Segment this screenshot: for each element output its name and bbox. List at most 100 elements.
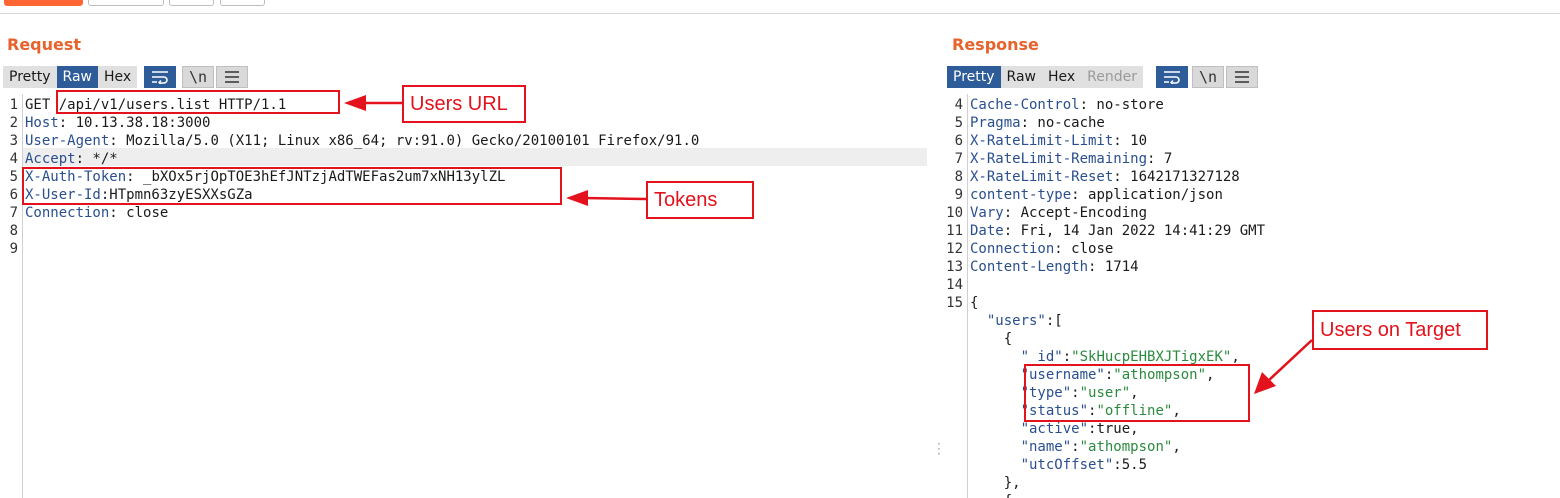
request-title: Request	[7, 35, 82, 54]
code-text: :	[1071, 385, 1080, 401]
field-name: Accept	[25, 151, 76, 167]
field-name: X-RateLimit-Remaining	[970, 151, 1148, 167]
field-name: X-User-Id	[25, 187, 101, 203]
line-number: 3	[9, 133, 18, 149]
code-text: :HTpmn63zyESXXsGZa	[100, 187, 253, 203]
code-line: GET /api/v1/users.list HTTP/1.1	[25, 96, 286, 114]
code-line: X-RateLimit-Remaining: 7	[970, 150, 1172, 168]
hamburger-menu-icon	[225, 71, 239, 83]
line-number: 6	[9, 187, 18, 203]
request-wrap-toggle[interactable]	[144, 66, 176, 88]
request-show-newlines-button[interactable]: \n	[182, 66, 214, 88]
send-button[interactable]	[4, 0, 83, 6]
cancel-button[interactable]	[88, 0, 164, 6]
code-line: X-RateLimit-Reset: 1642171327128	[970, 168, 1240, 186]
line-number	[944, 438, 963, 456]
code-text: : no-cache	[1020, 115, 1105, 131]
line-number: 4	[954, 97, 963, 113]
field-name: Vary	[970, 205, 1004, 221]
line-number: 12	[946, 241, 963, 257]
request-view-tabs: Pretty Raw Hex	[3, 66, 138, 88]
response-wrap-toggle[interactable]	[1156, 66, 1188, 88]
code-line: "users":[	[970, 312, 1063, 330]
field-name: "name"	[970, 439, 1072, 455]
code-line: X-Auth-Token: _bXOx5rjOpTOE3hEfJNTzjAdTW…	[25, 168, 505, 186]
code-line: Connection: close	[25, 204, 168, 222]
field-name: "status"	[970, 403, 1089, 419]
line-number: 14	[946, 277, 963, 293]
line-number	[944, 366, 963, 384]
line-number: 5	[9, 169, 18, 185]
line-number: 4	[9, 151, 18, 167]
code-text: : application/json	[1071, 187, 1223, 203]
code-text: ,	[1130, 385, 1139, 401]
code-line: Accept: */*	[25, 150, 118, 168]
current-line-highlight	[23, 148, 927, 166]
code-line: {	[970, 294, 978, 312]
wrap-lines-icon	[1164, 71, 1180, 84]
field-name: "username"	[970, 367, 1105, 383]
code-text: ,	[1206, 367, 1215, 383]
request-menu-button[interactable]	[216, 66, 248, 88]
code-text: : close	[109, 205, 169, 221]
history-back-button[interactable]	[169, 0, 214, 6]
pane-split-handle[interactable]: ···	[937, 437, 941, 461]
users-on-target-label: Users on Target	[1312, 310, 1488, 350]
line-number	[944, 312, 963, 330]
code-text: ,	[1172, 403, 1181, 419]
code-text: : Mozilla/5.0 (X11; Linux x86_64; rv:91.…	[109, 133, 700, 149]
field-name: Connection	[25, 205, 110, 221]
response-title: Response	[952, 35, 1039, 54]
code-line: "username":"athompson",	[970, 366, 1215, 384]
line-number	[944, 402, 963, 420]
code-text: {	[970, 331, 1013, 347]
history-forward-button[interactable]	[220, 0, 265, 6]
code-line: Cache-Control: no-store	[970, 96, 1164, 114]
code-line: "_id":"SkHucpEHBXJTigxEK",	[970, 348, 1240, 366]
response-show-newlines-button[interactable]: \n	[1192, 66, 1224, 88]
field-name: X-RateLimit-Reset	[970, 169, 1114, 185]
code-line: content-type: application/json	[970, 186, 1223, 204]
line-number	[944, 348, 963, 366]
response-tab-render[interactable]: Render	[1087, 69, 1138, 85]
line-number	[944, 330, 963, 348]
code-line: "active":true,	[970, 420, 1139, 438]
field-name: "users"	[970, 313, 1046, 329]
string-value: "offline"	[1096, 403, 1173, 419]
code-line: "type":"user",	[970, 384, 1139, 402]
field-name: "active"	[970, 421, 1089, 437]
request-tab-pretty[interactable]: Pretty	[9, 69, 51, 85]
line-number	[944, 474, 963, 492]
field-name: X-Auth-Token	[25, 169, 127, 185]
hamburger-menu-icon	[1235, 71, 1249, 83]
response-tab-raw[interactable]: Raw	[1006, 69, 1036, 85]
response-pane: Response Pretty Raw Hex Render \n 4 Cache…	[944, 18, 1560, 498]
response-tab-pretty[interactable]: Pretty	[947, 66, 1001, 88]
field-name: Connection	[970, 241, 1055, 257]
code-text: :	[1062, 349, 1072, 365]
code-text: : close	[1054, 241, 1114, 257]
line-number	[944, 420, 963, 438]
code-line: X-User-Id:HTpmn63zyESXXsGZa	[25, 186, 253, 204]
field-name: "type"	[970, 385, 1072, 401]
top-toolbar	[0, 0, 1560, 14]
line-number	[944, 456, 963, 474]
line-number: 10	[946, 205, 963, 221]
tokens-highlight-box	[22, 167, 562, 205]
code-text: {	[970, 295, 979, 311]
line-number	[944, 384, 963, 402]
request-tab-raw[interactable]: Raw	[56, 66, 98, 88]
response-menu-button[interactable]	[1226, 66, 1258, 88]
request-tab-hex[interactable]: Hex	[103, 69, 132, 85]
line-number: 7	[954, 151, 963, 167]
field-name: User-Agent	[25, 133, 110, 149]
code-text: :	[1088, 403, 1097, 419]
line-number	[944, 492, 963, 498]
code-text: : Fri, 14 Jan 2022 14:41:29 GMT	[1003, 223, 1266, 239]
code-text: : 10	[1113, 133, 1148, 149]
code-text: GET /api/v1/users.list HTTP/1.1	[25, 97, 287, 113]
response-tab-hex[interactable]: Hex	[1047, 69, 1076, 85]
line-number: 9	[9, 241, 18, 257]
